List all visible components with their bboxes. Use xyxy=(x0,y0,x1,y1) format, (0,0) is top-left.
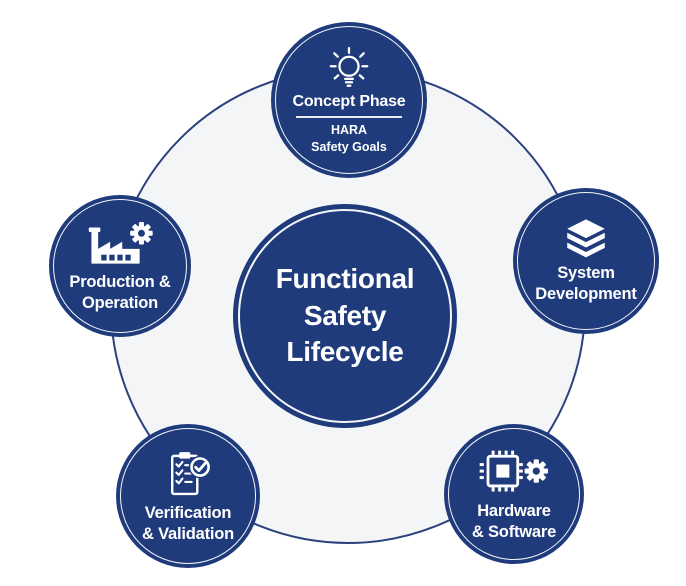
node-label-line: Development xyxy=(535,284,637,303)
node-label-line: Verification xyxy=(144,504,232,523)
concept-divider xyxy=(296,116,402,118)
node-label-line: Operation xyxy=(81,293,159,312)
node-label-line: Hardware xyxy=(477,502,551,521)
node-label-line: & Validation xyxy=(141,524,235,543)
layers-icon xyxy=(567,219,605,258)
center-title-line: Lifecycle xyxy=(286,336,404,368)
node-subtitle: Safety Goals xyxy=(311,139,387,154)
center-title-line: Functional xyxy=(275,263,415,295)
factory-gear-icon xyxy=(88,220,155,265)
chip-gear-icon xyxy=(479,451,550,492)
node-label-line: System xyxy=(557,264,615,283)
center-node: Functional Safety Lifecycle xyxy=(233,204,457,428)
node-concept-phase: Concept Phase HARA Safety Goals xyxy=(271,22,427,178)
node-subtitle: HARA xyxy=(330,122,368,137)
node-production-operation: Production & Operation xyxy=(49,195,191,337)
node-label-line: Production & xyxy=(69,273,171,292)
node-hardware-software: Hardware & Software xyxy=(444,424,584,564)
checklist-check-icon xyxy=(171,452,212,496)
node-title: Concept Phase xyxy=(292,93,406,111)
node-label-line: & Software xyxy=(471,522,557,541)
lightbulb-icon xyxy=(329,47,369,88)
node-system-development: System Development xyxy=(513,188,659,334)
center-title-line: Safety xyxy=(303,299,387,331)
node-verification-validation: Verification & Validation xyxy=(116,424,260,568)
